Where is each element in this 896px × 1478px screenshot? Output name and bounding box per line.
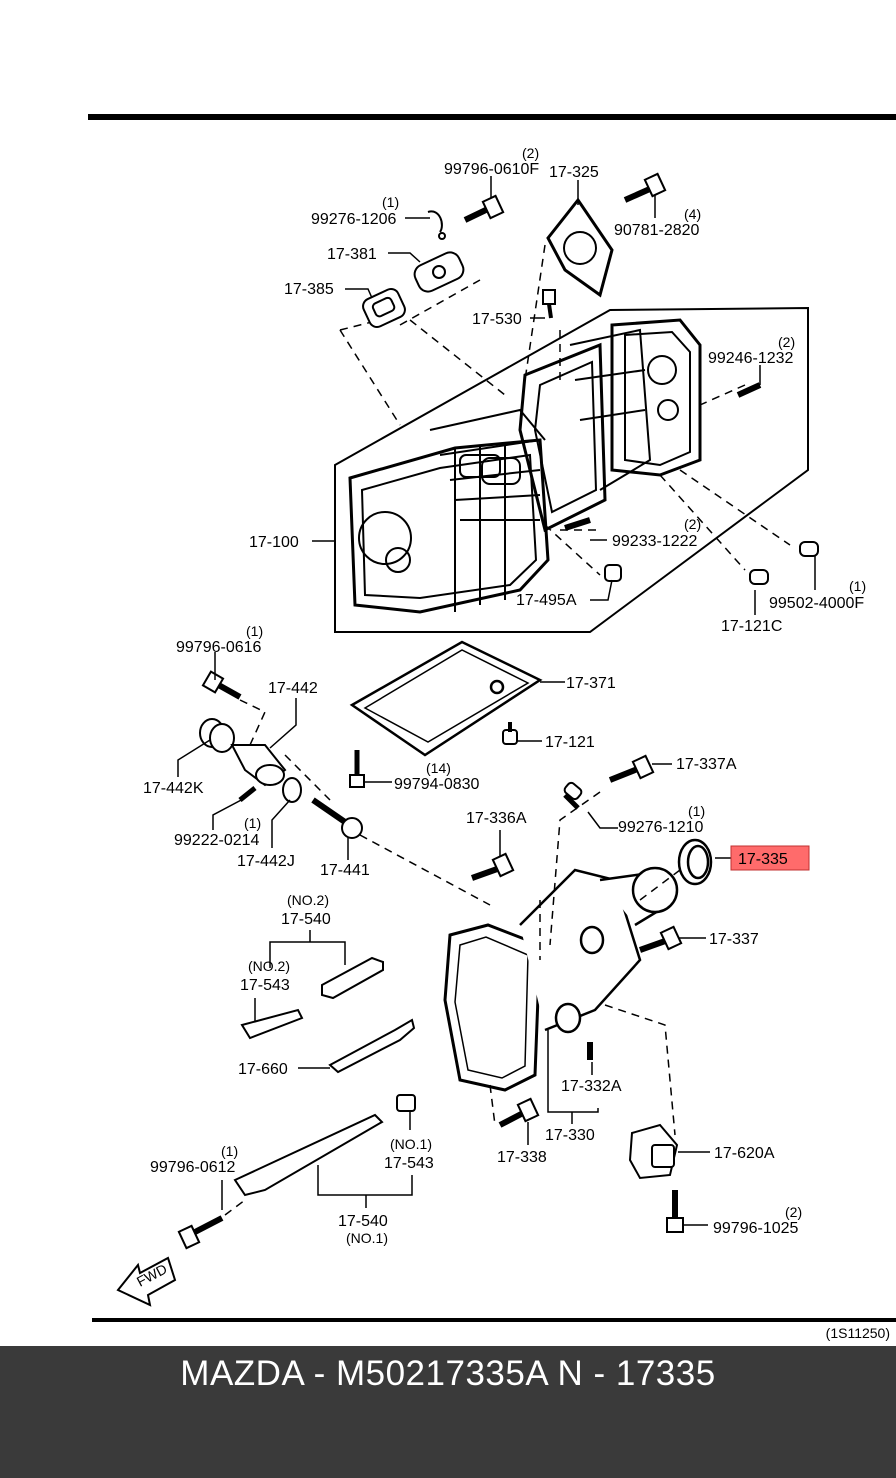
label-99794-0830: 99794-0830 [394,776,480,793]
label-90781-2820: 90781-2820 [614,222,700,239]
footer-caption: MAZDA - M50217335A N - 17335 [180,1354,716,1393]
qty-17-543-no1: (NO.1) [390,1136,432,1152]
label-99246-1232: 99246-1232 [708,350,794,367]
qty-99246-1232: (2) [778,334,795,350]
reference-code: (1S11250) [825,1325,890,1341]
qty-99796-0610f: (2) [522,145,539,161]
qty-17-543-no2: (NO.2) [248,958,290,974]
transmission-case-drawing [334,306,809,633]
bottom-rule [92,1318,896,1322]
label-17-330: 17-330 [545,1127,595,1144]
qty-99502-4000f: (1) [849,578,866,594]
qty-17-540-no1: (NO.1) [346,1230,388,1246]
label-17-442j: 17-442J [237,853,295,870]
label-99276-1206: 99276-1206 [311,211,397,228]
upper-small-parts [362,172,819,585]
top-rule [88,114,896,120]
oil-pan-drawing [349,640,543,757]
label-17-337: 17-337 [709,931,759,948]
label-17-442k: 17-442K [143,780,204,797]
label-17-442: 17-442 [268,680,318,697]
label-17-121: 17-121 [545,734,595,751]
label-17-336a: 17-336A [466,810,527,827]
qty-99222-0214: (1) [244,815,261,831]
label-99796-0612: 99796-0612 [150,1159,236,1176]
label-17-530: 17-530 [472,311,522,328]
qty-99794-0830: (14) [426,760,451,776]
dashed-guides-lower-left [239,699,491,906]
leader-lines-lower-left [177,652,565,860]
label-17-332a: 17-332A [561,1078,622,1095]
label-99796-0616: 99796-0616 [176,639,262,656]
label-99233-1222: 99233-1222 [612,533,698,550]
label-17-495a: 17-495A [516,592,577,609]
dashed-guides-shift [224,1199,246,1216]
qty-99233-1222: (2) [684,516,701,532]
label-17-338: 17-338 [497,1149,547,1166]
label-17-385: 17-385 [284,281,334,298]
extension-housing-drawing [443,866,679,1092]
qty-99276-1210: (1) [688,803,705,819]
label-99502-4000f: 99502-4000F [769,595,864,612]
label-99796-0610f: 99796-0610F [444,161,539,178]
qty-99796-1025: (2) [785,1204,802,1220]
dashed-guides-lower-right [489,791,681,1136]
leader-lines-lower-right [499,763,735,1226]
part-labels: (2) 99796-0610F 17-325 (1) 99276-1206 (4… [143,145,866,1246]
label-17-100: 17-100 [249,534,299,551]
oil-seal-drawing [677,838,713,886]
label-17-337a: 17-337A [676,756,737,773]
qty-99796-0616: (1) [246,623,263,639]
label-99222-0214: 99222-0214 [174,832,260,849]
label-99796-1025: 99796-1025 [713,1220,799,1237]
extension-bolts-drawing [470,754,684,1233]
exploded-parts-diagram: FWD (2) 99796-0610F 17-325 (1) 99276-120… [88,114,896,1322]
footer-bar [0,1346,896,1478]
label-17-543-no2: 17-543 [240,977,290,994]
label-17-335: 17-335 [738,851,788,868]
shift-parts-drawing [177,956,416,1250]
label-17-540-no2: 17-540 [281,911,331,928]
label-99276-1210: 99276-1210 [618,819,704,836]
qty-99796-0612: (1) [221,1143,238,1159]
qty-17-540-no2: (NO.2) [287,892,329,908]
highlight-box-17-335 [730,845,810,871]
qty-90781-2820: (4) [684,206,701,222]
forward-arrow-icon: FWD [116,1256,177,1307]
label-17-540-no1: 17-540 [338,1213,388,1230]
label-17-325: 17-325 [549,164,599,181]
qty-99276-1206: (1) [382,194,399,210]
label-17-371: 17-371 [566,675,616,692]
label-17-121c: 17-121C [721,618,782,635]
leader-lines-shift [221,930,413,1210]
label-17-660: 17-660 [238,1061,288,1078]
label-17-381: 17-381 [327,246,377,263]
label-17-543-no1: 17-543 [384,1155,434,1172]
leader-lines-upper [312,176,816,615]
label-17-441: 17-441 [320,862,370,879]
sensor-group-drawing [199,670,363,839]
dashed-guides-upper [339,244,791,576]
pan-bolt-drawing [349,722,518,788]
label-17-620a: 17-620A [714,1145,775,1162]
